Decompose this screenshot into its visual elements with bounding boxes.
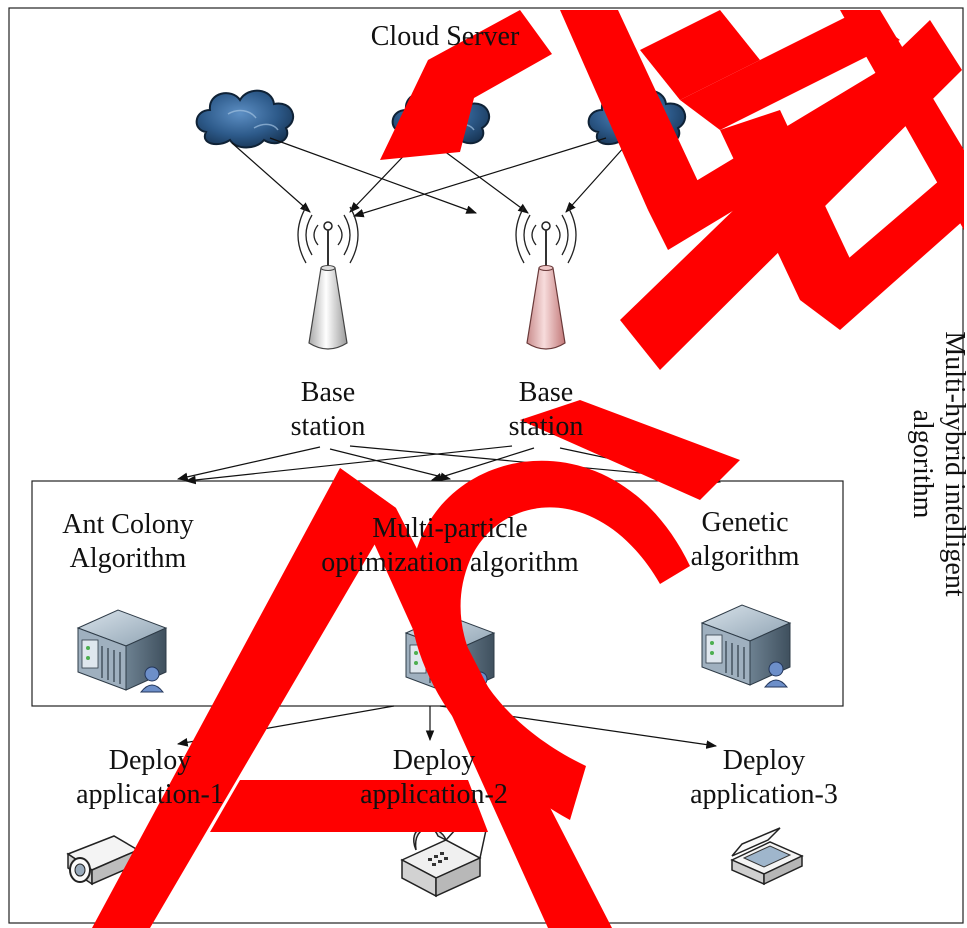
projector-icon bbox=[66, 835, 140, 886]
retracted-watermark bbox=[92, 10, 964, 928]
algorithm-label-ant-colony: Ant Colony Algorithm bbox=[62, 509, 194, 574]
deploy-label-2: Deploy application-2 bbox=[360, 745, 508, 810]
deploy-label-3: Deploy application-3 bbox=[690, 745, 838, 810]
algorithm-label-multi-particle: Multi-particle optimization algorithm bbox=[321, 513, 579, 578]
deploy-label-1: Deploy application-1 bbox=[76, 745, 224, 810]
hybrid-group-title: Multi-hybrid intelligent algorithm bbox=[907, 331, 967, 597]
base-station-2-label: Base station bbox=[508, 377, 584, 442]
cloud-server-label: Cloud Server bbox=[370, 21, 520, 52]
server-icon bbox=[700, 604, 792, 688]
base-station-tower-icon bbox=[515, 206, 577, 350]
algorithm-label-genetic: Genetic algorithm bbox=[690, 507, 800, 572]
fax-machine-icon bbox=[400, 817, 487, 898]
base-station-1-label: Base station bbox=[290, 377, 366, 442]
scanner-icon bbox=[730, 827, 804, 886]
base-station-tower-icon bbox=[297, 206, 359, 350]
cloud-to-station-arrows bbox=[231, 137, 627, 218]
server-icon bbox=[76, 609, 168, 693]
outer-frame bbox=[8, 7, 964, 924]
cloud-icon bbox=[195, 89, 295, 149]
